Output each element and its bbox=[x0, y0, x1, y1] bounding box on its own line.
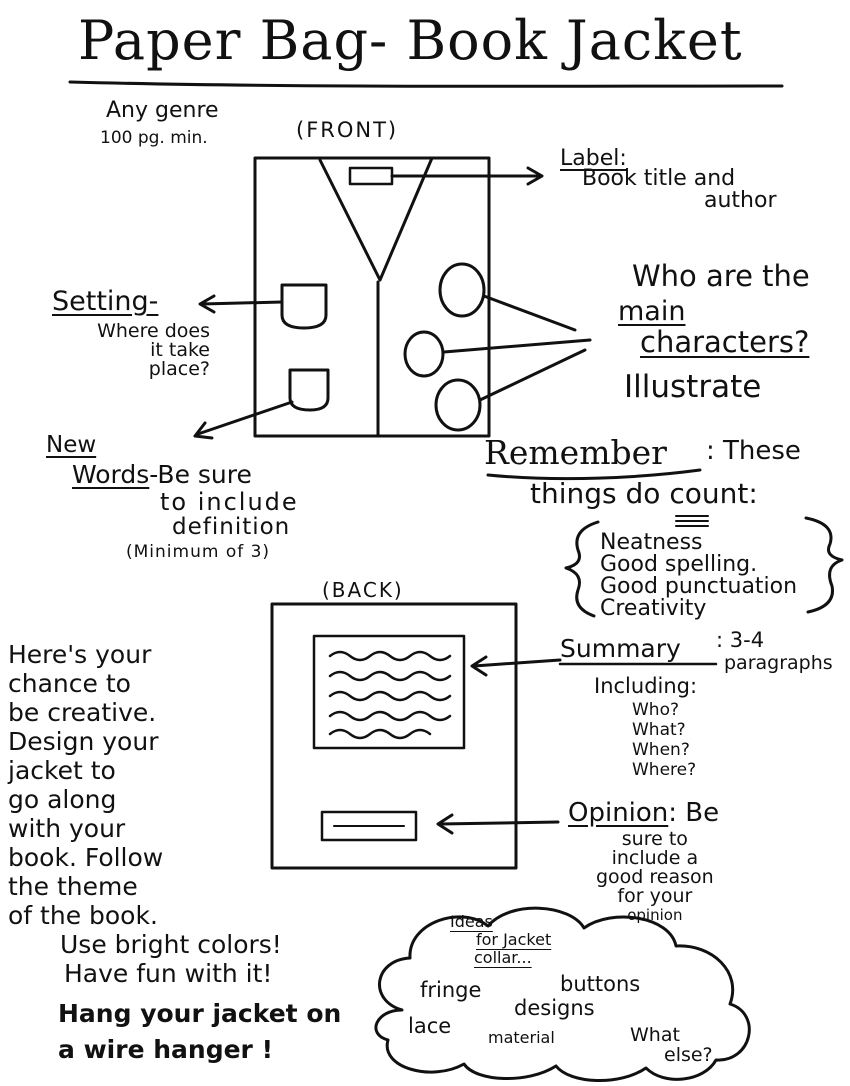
character-lines bbox=[442, 294, 592, 402]
remember-these: : These bbox=[706, 436, 801, 466]
question-item: What? bbox=[632, 720, 686, 740]
creative-line: jacket to bbox=[8, 756, 116, 785]
checklist-item: Neatness bbox=[600, 530, 703, 555]
remember-checklist: Neatness Good spelling. Good punctuation… bbox=[600, 532, 797, 620]
label-callout-line2: author bbox=[704, 188, 777, 213]
idea-buttons: buttons bbox=[560, 972, 641, 996]
setting-arrow bbox=[198, 294, 284, 314]
checklist-item: Good punctuation bbox=[600, 574, 798, 599]
opinion-line: good reason bbox=[596, 866, 714, 888]
ideas-heading3: collar... bbox=[474, 948, 532, 967]
setting-description: Where does it take place? bbox=[52, 322, 210, 379]
remember-do: do bbox=[625, 477, 661, 510]
new-words-words: Words bbox=[72, 460, 150, 489]
ideas-heading2: for Jacket bbox=[476, 930, 552, 949]
new-words-line3: definition bbox=[172, 514, 291, 540]
opinion-title: Opinion bbox=[568, 798, 669, 828]
idea-material: material bbox=[488, 1028, 555, 1047]
characters-line1: Who are the bbox=[632, 259, 810, 293]
opinion-be: : Be bbox=[668, 798, 720, 828]
new-words-line2: to include bbox=[160, 488, 299, 516]
creative-line: Here's your bbox=[8, 640, 152, 669]
characters-illustrate: Illustrate bbox=[624, 369, 762, 405]
new-words-line1: Words-Be sure bbox=[72, 462, 252, 487]
creative-line: go along bbox=[8, 785, 117, 814]
back-jacket-drawing bbox=[270, 602, 518, 870]
remember-things: things bbox=[530, 477, 617, 510]
ideas-cloud bbox=[374, 906, 751, 1083]
creative-line: Use bright colors! bbox=[60, 930, 282, 959]
new-words-new: New bbox=[46, 432, 97, 458]
summary-count: : 3-4 bbox=[716, 628, 765, 652]
page-title: Paper Bag- Book Jacket bbox=[78, 9, 743, 72]
setting-line: it take bbox=[150, 339, 210, 361]
idea-designs: designs bbox=[514, 996, 595, 1020]
creative-line: Have fun with it! bbox=[64, 959, 273, 988]
remember-underline bbox=[486, 468, 702, 481]
creative-line: Design your bbox=[8, 727, 159, 756]
new-words-arrow bbox=[193, 400, 294, 440]
summary-arrow bbox=[470, 655, 562, 677]
setting-line: Where does bbox=[97, 320, 210, 342]
creative-line: book. Follow bbox=[8, 843, 164, 872]
front-heading: (FRONT) bbox=[296, 118, 399, 142]
summary-title: Summary bbox=[560, 634, 681, 663]
creative-line: the theme bbox=[8, 872, 138, 901]
back-heading: (BACK) bbox=[322, 578, 404, 602]
new-words-minimum: (Minimum of 3) bbox=[126, 542, 271, 562]
question-item: Where? bbox=[632, 760, 697, 780]
characters-main: main bbox=[618, 296, 686, 327]
do-underline bbox=[675, 515, 709, 527]
opinion-line: include a bbox=[611, 847, 699, 869]
remember-line2: things do count: bbox=[530, 480, 758, 508]
title-underline bbox=[68, 80, 784, 88]
creative-line: chance to bbox=[8, 669, 131, 698]
question-item: When? bbox=[632, 740, 690, 760]
idea-what: What bbox=[630, 1024, 680, 1046]
hang-note: Hang your jacket on a wire hanger ! bbox=[58, 996, 341, 1068]
front-vest-drawing bbox=[253, 156, 491, 438]
hang-line: a wire hanger ! bbox=[58, 1035, 273, 1064]
summary-including: Including: bbox=[594, 674, 698, 698]
summary-paragraphs: paragraphs bbox=[724, 652, 833, 674]
opinion-line1: Opinion: Be bbox=[568, 800, 719, 826]
question-item: Who? bbox=[632, 700, 680, 720]
right-brace bbox=[804, 516, 844, 614]
creative-line: of the book. bbox=[8, 901, 158, 930]
characters-word: characters? bbox=[640, 325, 810, 359]
label-arrow bbox=[390, 166, 544, 186]
left-brace bbox=[564, 520, 600, 618]
new-words-rest: -Be sure bbox=[149, 460, 252, 489]
requirements: Any genre 100 pg. min. bbox=[100, 100, 219, 147]
creative-line: be creative. bbox=[8, 698, 157, 727]
idea-fringe: fringe bbox=[420, 978, 482, 1002]
checklist-item: Good spelling. bbox=[600, 552, 758, 577]
hang-line: Hang your jacket on bbox=[58, 999, 342, 1028]
opinion-arrow bbox=[436, 813, 560, 835]
label-callout-line1: Book title and bbox=[582, 166, 736, 191]
setting-line: place? bbox=[148, 358, 210, 380]
requirement-genre: Any genre bbox=[106, 98, 219, 123]
opinion-line: opinion bbox=[627, 906, 683, 924]
label-callout-title: Label: bbox=[560, 146, 627, 171]
checklist-item: Creativity bbox=[600, 596, 707, 621]
opinion-line: for your bbox=[617, 885, 693, 907]
setting-title: Setting- bbox=[52, 286, 159, 317]
opinion-description: sure to include a good reason for your o… bbox=[596, 830, 714, 925]
ideas-heading1: Ideas bbox=[450, 912, 493, 931]
requirement-pages: 100 pg. min. bbox=[100, 128, 208, 148]
summary-questions: Who? What? When? Where? bbox=[632, 700, 696, 780]
opinion-line: sure to bbox=[621, 828, 688, 850]
creative-line: with your bbox=[8, 814, 126, 843]
idea-else: else? bbox=[664, 1044, 713, 1066]
remember-count: count: bbox=[669, 477, 758, 510]
remember-word: Remember bbox=[484, 433, 667, 472]
idea-lace: lace bbox=[408, 1014, 452, 1038]
creative-note: Here's your chance to be creative. Desig… bbox=[8, 640, 282, 988]
